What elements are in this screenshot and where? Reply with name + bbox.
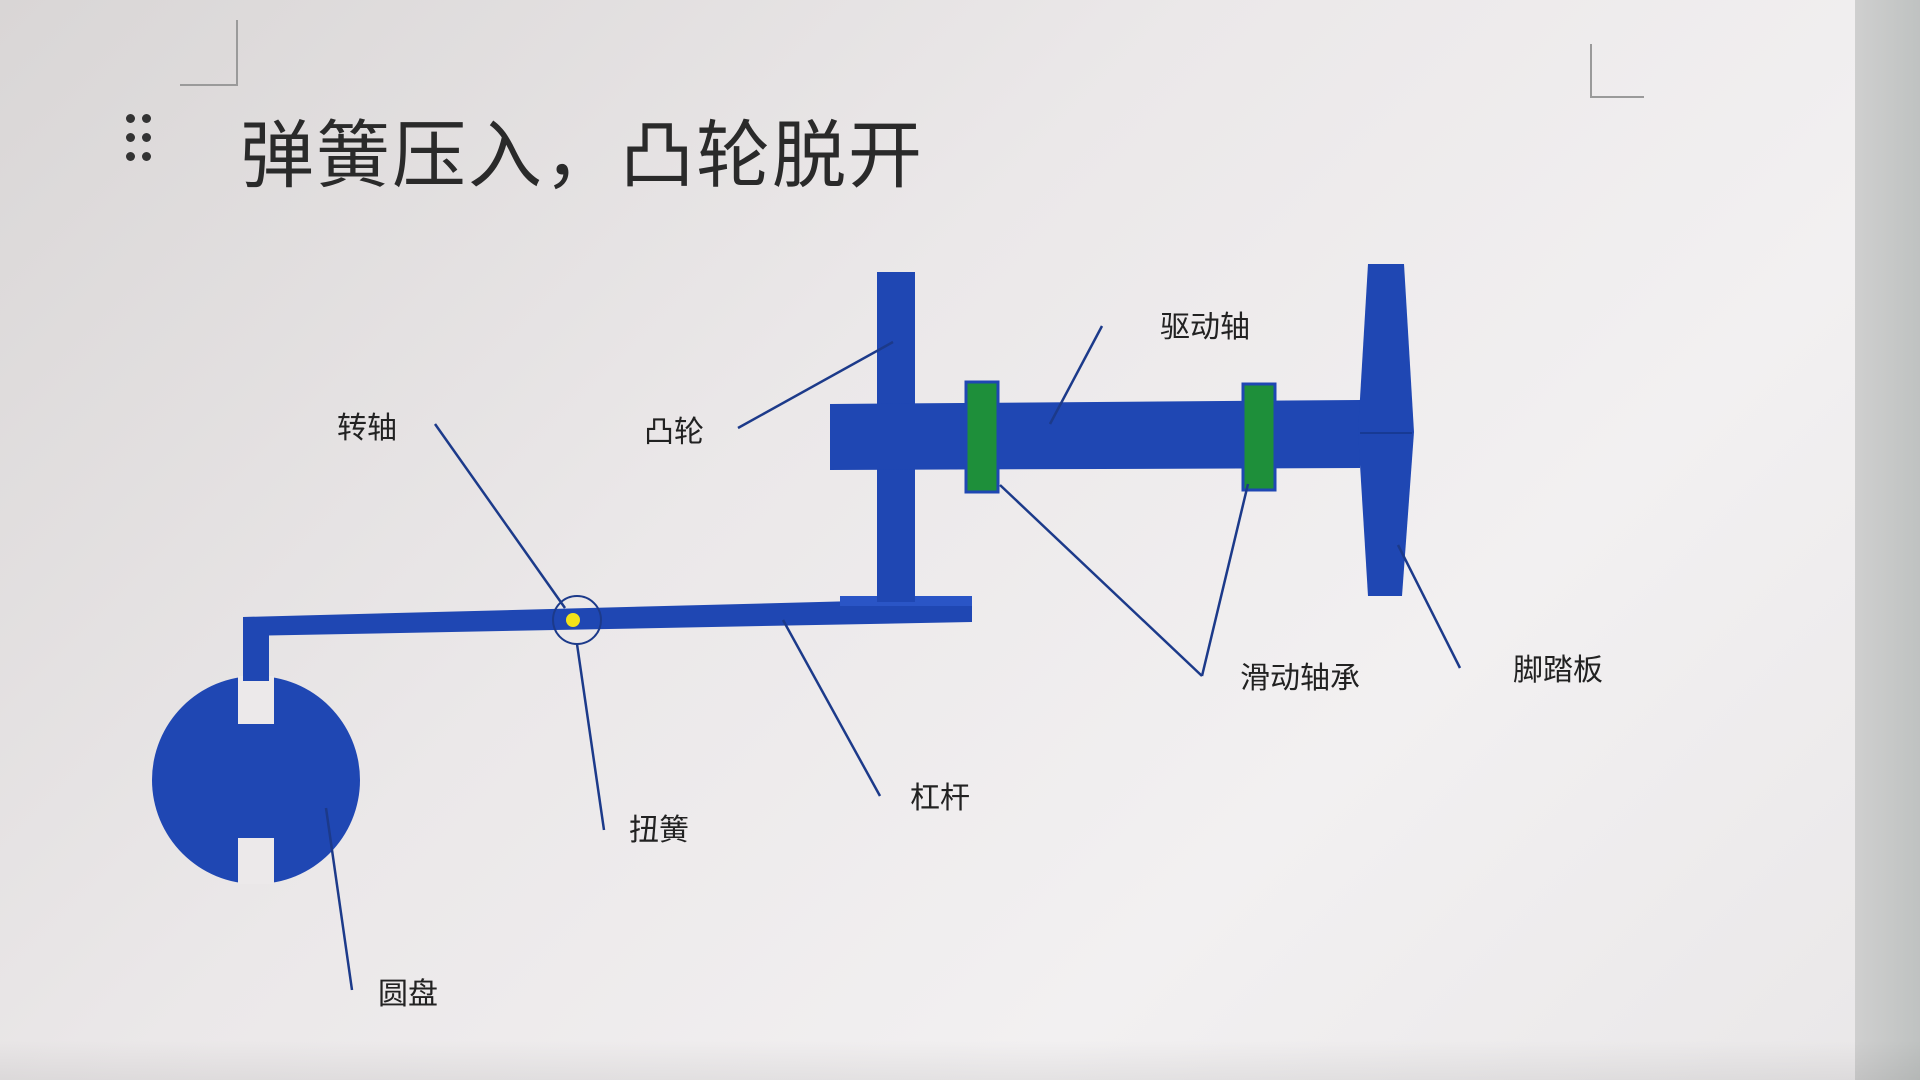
page-corner-mark-top-right	[1590, 44, 1644, 98]
label-shaft-pivot: 转轴	[337, 411, 397, 446]
disc-part	[152, 676, 360, 884]
label-drive-shaft: 驱动轴	[1160, 310, 1250, 345]
pivot-point	[566, 613, 580, 627]
leader-lines	[324, 325, 1462, 991]
label-cam: 凸轮	[644, 415, 704, 450]
sliding-bearing-left	[964, 380, 1000, 494]
label-pedal: 脚踏板	[1513, 653, 1603, 688]
label-disc: 圆盘	[378, 977, 438, 1012]
screen-bezel-right	[1855, 0, 1920, 1080]
label-sliding-bearing: 滑动轴承	[1240, 661, 1360, 696]
page-corner-mark-top-left	[180, 20, 238, 86]
lever-part	[243, 596, 972, 681]
pedal-part	[1358, 264, 1414, 596]
screen-bottom-shade	[0, 1040, 1920, 1080]
page-title: 弹簧压入，凸轮脱开	[240, 113, 924, 199]
drag-handle-icon[interactable]	[124, 112, 154, 164]
sliding-bearing-right	[1241, 382, 1277, 492]
label-torsion-spring: 扭簧	[629, 813, 689, 848]
drive-shaft-part	[830, 400, 1360, 470]
label-lever: 杠杆	[910, 781, 970, 816]
